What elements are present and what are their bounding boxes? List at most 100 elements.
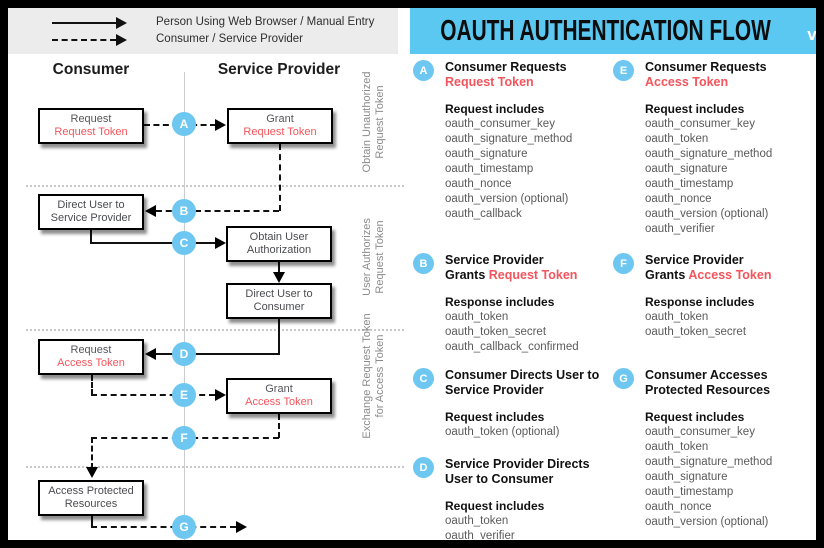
box-line: Grant <box>266 112 294 125</box>
flow-box-direct-user-to-service-provider: Direct User to Service Provider <box>38 194 144 230</box>
connector-d-line <box>156 353 280 355</box>
flow-box-grant-request-token: Grant Request Token <box>227 108 333 144</box>
connector-f-arrowhead <box>86 467 98 478</box>
param-item: oauth_token (optional) <box>445 426 560 438</box>
flow-box-request-request-token: Request Request Token <box>38 108 144 144</box>
legend-row-consumer: Consumer / Service Provider <box>8 31 398 49</box>
section-letter-badge: B <box>413 253 434 274</box>
param-item: oauth_version (optional) <box>645 208 769 220</box>
connector-g-line-vertical <box>91 516 93 527</box>
box-line: Request Token <box>54 126 128 138</box>
version-badge: v1.0a <box>807 25 816 44</box>
section-subtitle: Request includes <box>445 410 545 424</box>
box-line: Request <box>70 343 112 356</box>
phase-label-exchange-token: Exchange Request Token for Access Token <box>361 296 387 456</box>
connector-c-arrowhead <box>215 237 226 249</box>
column-title-service-provider: Service Provider <box>217 61 341 78</box>
flow-box-obtain-user-authorization: Obtain User Authorization <box>226 226 332 262</box>
step-circle-d: D <box>172 342 196 366</box>
connector-e-arrowhead <box>215 389 226 401</box>
param-item: oauth_signature <box>445 148 528 160</box>
title-text: Consumer Directs User to <box>445 368 600 382</box>
section-letter-badge: C <box>413 368 434 389</box>
box-line: Service Provider <box>50 212 132 224</box>
detail-section-d: D Service Provider Directs User to Consu… <box>413 457 617 540</box>
param-item: oauth_timestamp <box>445 163 534 175</box>
param-item: oauth_callback <box>445 208 522 220</box>
connector-b-line <box>156 210 279 212</box>
phase-separator <box>26 185 404 187</box>
param-item: oauth_version (optional) <box>445 193 569 205</box>
connector-d-line-vertical <box>278 319 280 355</box>
param-item: oauth_signature_method <box>645 456 773 468</box>
step-circle-f: F <box>172 426 196 450</box>
param-item: oauth_timestamp <box>645 486 734 498</box>
title-text: Service Provider <box>645 253 744 267</box>
param-item: oauth_token <box>645 441 709 453</box>
arrow-right-icon <box>116 17 127 29</box>
section-title: Consumer Requests Request Token <box>445 60 617 90</box>
box-line: Grant <box>265 382 293 395</box>
section-subtitle: Request includes <box>445 499 545 513</box>
connector-d-arrowhead <box>145 348 156 360</box>
phase-separator <box>26 329 404 331</box>
detail-section-f: F Service Provider Grants Access Token R… <box>613 253 816 340</box>
flow-box-request-access-token: Request Access Token <box>38 339 144 375</box>
param-item: oauth_token <box>445 311 509 323</box>
section-param-list: oauth_consumer_key oauth_token oauth_sig… <box>645 117 816 237</box>
connector-b-arrowhead <box>145 205 156 217</box>
step-circle-g: G <box>172 515 196 539</box>
dashed-arrow-line <box>52 39 116 41</box>
arrow-right-icon <box>116 34 127 46</box>
box-line: Consumer <box>253 301 305 313</box>
box-line: Access Token <box>245 396 313 408</box>
param-item: oauth_token_secret <box>445 326 547 338</box>
title-text: Service Provider Directs <box>445 457 590 471</box>
param-item: oauth_signature_method <box>645 148 773 160</box>
legend-label: Consumer / Service Provider <box>156 33 303 45</box>
section-param-list: oauth_token oauth_verifier <box>445 514 617 540</box>
section-param-list: oauth_token oauth_token_secret <box>645 310 816 340</box>
param-item: oauth_nonce <box>645 193 712 205</box>
flow-box-direct-user-to-consumer: Direct User to Consumer <box>226 283 332 319</box>
box-line: Authorization <box>246 244 312 256</box>
title-text-red: Request Token <box>445 75 534 89</box>
title-text: Service Provider <box>445 253 544 267</box>
param-item: oauth_signature <box>645 471 728 483</box>
param-item: oauth_token_secret <box>645 326 747 338</box>
param-item: oauth_consumer_key <box>445 118 555 130</box>
connector-e-line-vertical <box>91 375 93 395</box>
title-banner: OAUTH AUTHENTICATION FLOW v1.0a <box>410 8 816 54</box>
flow-box-grant-access-token: Grant Access Token <box>226 378 332 414</box>
param-item: oauth_token <box>445 515 509 527</box>
section-param-list: oauth_token oauth_token_secret oauth_cal… <box>445 310 617 355</box>
section-letter-badge: E <box>613 60 634 81</box>
param-item: oauth_version (optional) <box>645 516 769 528</box>
connector-authorization-arrowhead <box>273 272 285 283</box>
title-text: Grants <box>445 268 489 282</box>
section-param-list: oauth_consumer_key oauth_token oauth_sig… <box>645 425 816 530</box>
step-circle-a: A <box>172 112 196 136</box>
section-param-list: oauth_token (optional) <box>445 425 617 440</box>
phase-label-line: for Access Token <box>374 334 386 418</box>
step-circle-c: C <box>172 231 196 255</box>
solid-arrow-line <box>52 22 116 24</box>
title-text: Protected Resources <box>645 383 771 397</box>
box-line: Direct User to <box>245 287 313 300</box>
box-line: Resources <box>64 498 118 510</box>
title-text: User to Consumer <box>445 472 554 486</box>
section-subtitle: Request includes <box>645 102 745 116</box>
legend: Person Using Web Browser / Manual Entry … <box>8 8 398 54</box>
section-title: Consumer Accesses Protected Resources <box>645 368 816 398</box>
section-subtitle: Response includes <box>645 295 755 309</box>
box-line: Access Protected <box>48 484 134 497</box>
connector-b-line-vertical <box>279 144 281 211</box>
param-item: oauth_verifier <box>445 530 515 540</box>
detail-section-g: G Consumer Accesses Protected Resources … <box>613 368 816 530</box>
title-text: Grants <box>645 268 689 282</box>
section-letter-badge: F <box>613 253 634 274</box>
param-item: oauth_callback_confirmed <box>445 341 579 353</box>
phase-separator <box>26 466 404 468</box>
param-item: oauth_token <box>645 133 709 145</box>
column-title-consumer: Consumer <box>52 61 130 78</box>
